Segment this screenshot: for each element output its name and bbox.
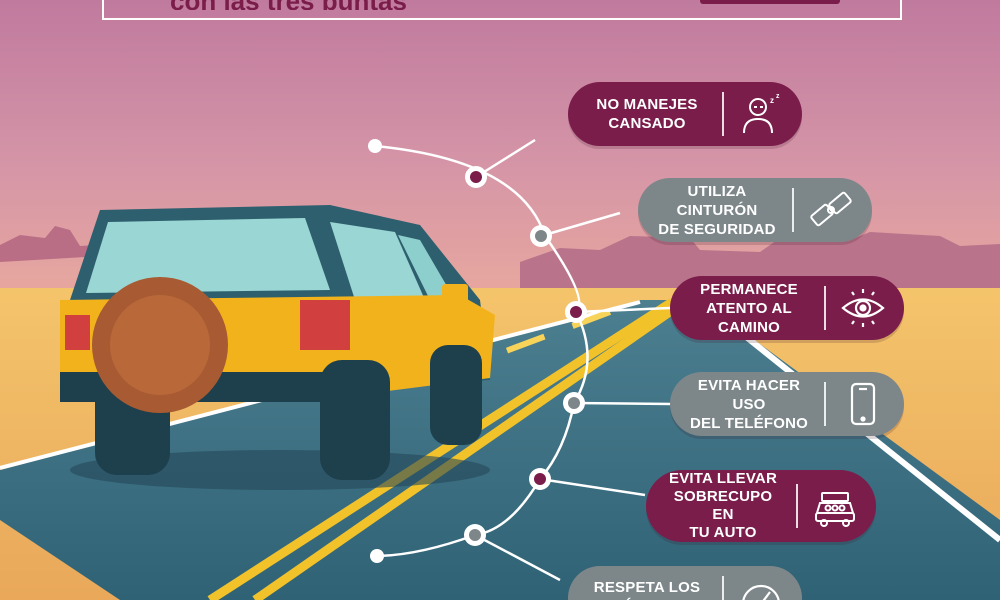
eye-icon [840,285,886,331]
title-tag [700,0,840,4]
connector-lines [474,138,673,582]
tip-label-line: TU AUTO [689,524,757,541]
divider [824,382,826,426]
tip-label-line: RESPETA LOS LÍMITES [593,579,701,600]
timeline-end-dot [370,549,384,563]
tip-label-line: EVITA LLEVAR [669,470,777,487]
suv-car [60,205,495,480]
timeline-node [464,524,486,546]
divider [796,484,798,528]
tip-no-manejes-cansado: NO MANEJES CANSADO z z [568,82,802,146]
tired-person-icon: z z [738,91,784,137]
title-frame [102,0,902,20]
lane-line-yellow [252,298,687,600]
tip-label-line: EVITA HACER USO [697,376,801,413]
tip-label-line: NO MANEJES [596,96,698,113]
tip-evita-telefono: EVITA HACER USO DEL TELÉFONO [670,372,904,436]
svg-text:z: z [776,93,780,100]
svg-text:z: z [770,96,774,105]
divider [722,92,724,136]
phone-icon [840,381,886,427]
timeline-node [563,392,585,414]
divider [824,286,826,330]
tip-atento-camino: PERMANECE ATENTO AL CAMINO [670,276,904,340]
tip-label-line: DE SEGURIDAD [658,220,776,238]
speedometer-icon [738,574,784,600]
divider [722,576,724,600]
timeline-node [565,301,587,323]
page-title: con las tres puntas [170,0,610,10]
timeline-node [529,468,551,490]
divider [792,188,794,232]
lane-line-yellow [207,298,675,600]
tip-label-line: SOBRECUPO EN [673,488,773,523]
tip-label-line: UTILIZA CINTURÓN [676,182,758,219]
tip-label-line: DEL TELÉFONO [690,414,808,432]
tip-label-line: CANSADO [608,115,686,132]
timeline-end-dot [368,139,382,153]
timeline-node [465,166,487,188]
tip-cinturon-seguridad: UTILIZA CINTURÓN DE SEGURIDAD [638,178,872,242]
seatbelt-icon [808,187,854,233]
tip-evita-sobrecupo: EVITA LLEVAR SOBRECUPO EN TU AUTO [646,470,876,542]
tip-label-line: ATENTO AL CAMINO [706,299,792,336]
tip-label-line: PERMANECE [700,280,798,298]
overloaded-car-icon [812,483,858,529]
tip-respeta-limites: RESPETA LOS LÍMITES [568,566,802,600]
timeline-node [530,225,552,247]
